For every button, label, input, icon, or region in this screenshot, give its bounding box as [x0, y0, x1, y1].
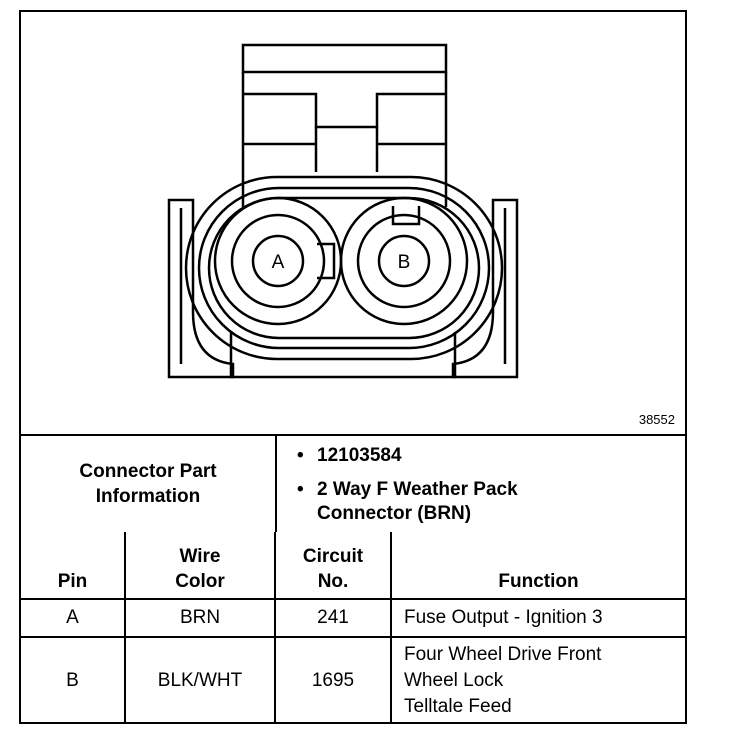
right-flange: [451, 198, 519, 379]
cell-function: Fuse Output - Ignition 3: [390, 598, 685, 638]
table-header-row: Pin Wire Color Circuit No. Function: [21, 532, 685, 600]
function-line: Telltale Feed: [404, 696, 512, 717]
header-wire-color-line1: Wire: [179, 546, 221, 567]
connector-drawing: A B 38552: [21, 12, 685, 434]
header-function: Function: [390, 532, 685, 600]
connector-housing: [184, 175, 504, 361]
description-row: • 2 Way F Weather Pack Connector (BRN): [297, 478, 685, 526]
table-row: A BRN 241 Fuse Output - Ignition 3: [21, 598, 685, 638]
description-line1: 2 Way F Weather Pack: [317, 479, 518, 500]
cell-pin: B: [21, 636, 126, 724]
cell-function: Four Wheel Drive Front Wheel Lock Tellta…: [390, 636, 685, 724]
function-line: Four Wheel Drive Front: [404, 644, 602, 665]
header-wire-color: Wire Color: [124, 532, 276, 600]
header-wire-color-line2: Color: [175, 571, 225, 592]
cell-wire-color: BLK/WHT: [124, 636, 276, 724]
bullet-icon: •: [297, 479, 304, 500]
bullet-icon: •: [297, 445, 304, 466]
left-flange: [167, 198, 235, 379]
pinout-table: Pin Wire Color Circuit No. Function A BR…: [21, 532, 685, 724]
pin-a-terminal: [251, 234, 305, 288]
connector-latch-top: [241, 43, 448, 74]
part-info-details: • 12103584 • 2 Way F Weather Pack Connec…: [277, 436, 685, 532]
pin-a-label: A: [272, 252, 285, 273]
table-row: B BLK/WHT 1695 Four Wheel Drive Front Wh…: [21, 636, 685, 724]
part-info-label: Connector Part Information: [21, 436, 277, 532]
part-info-label-line2: Information: [95, 486, 201, 507]
function-line: Fuse Output - Ignition 3: [404, 607, 603, 628]
cell-circuit: 241: [274, 598, 392, 638]
cavity-b: [339, 196, 469, 326]
connector-latch-step: [243, 92, 446, 129]
pin-b-label: B: [398, 252, 411, 273]
header-circuit-no: Circuit No.: [274, 532, 392, 600]
pin-b-terminal: [377, 234, 431, 288]
part-number: 12103584: [317, 445, 402, 466]
cell-wire-color: BRN: [124, 598, 276, 638]
part-number-row: • 12103584: [297, 444, 685, 468]
header-circuit-line2: No.: [317, 571, 349, 592]
description-line2: Connector (BRN): [317, 503, 472, 524]
function-line: Wheel Lock: [404, 670, 504, 691]
part-info-label-line1: Connector Part: [79, 461, 217, 482]
figure-id: 38552: [638, 412, 675, 427]
header-pin: Pin: [21, 532, 126, 600]
cell-pin: A: [21, 598, 126, 638]
header-circuit-line1: Circuit: [302, 546, 364, 567]
diagram-frame: A B 38552 Connector Part Information • 1…: [19, 10, 687, 724]
cell-circuit: 1695: [274, 636, 392, 724]
part-info-section: Connector Part Information • 12103584 • …: [21, 434, 685, 532]
connector-face-view: A B: [167, 43, 519, 379]
